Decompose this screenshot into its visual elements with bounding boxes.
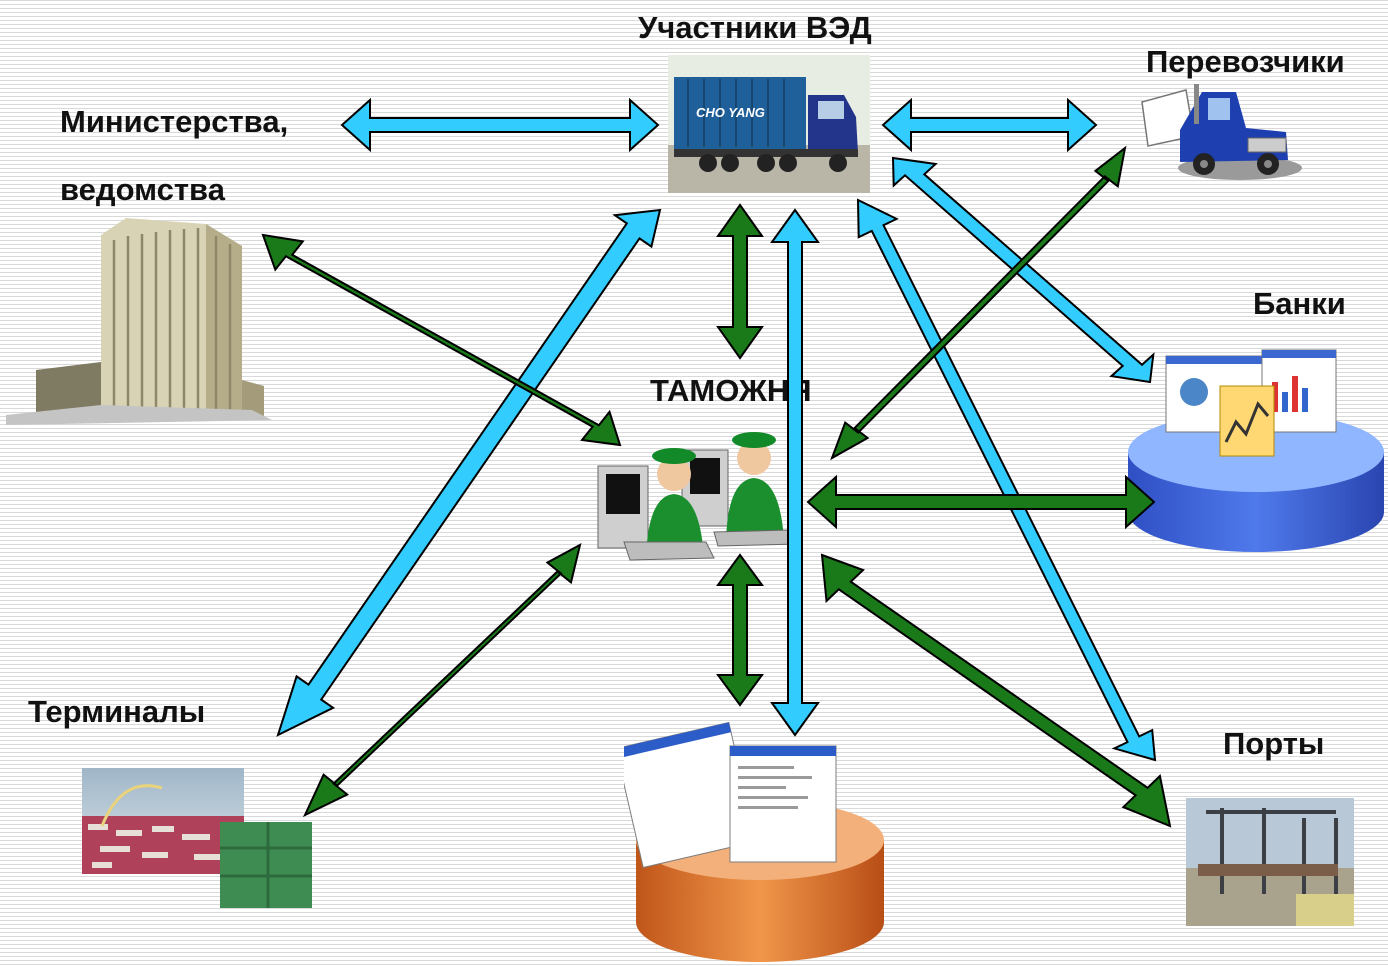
green-arrow-ved-customs bbox=[716, 203, 764, 360]
label-carriers: Перевозчики bbox=[1146, 44, 1345, 79]
green-arrow-customs-banks bbox=[806, 474, 1156, 530]
label-ministries-line2: ведомства bbox=[60, 172, 225, 207]
bank-database-icon bbox=[1128, 349, 1384, 552]
blue-arrow-ved-terminals bbox=[276, 208, 662, 737]
green-arrow-customs-ports bbox=[820, 553, 1172, 828]
blue-arrow-ved-banks bbox=[891, 156, 1155, 384]
blue-arrow-ved-ports bbox=[856, 198, 1157, 762]
truck-icon bbox=[1141, 84, 1302, 180]
blue-arrow-ministries-ved bbox=[340, 97, 660, 153]
port-crane-photo bbox=[1186, 798, 1354, 926]
label-ministries-line1: Министерства, bbox=[60, 104, 289, 139]
container-terminal-photo bbox=[82, 768, 312, 908]
label-customs: ТАМОЖНЯ bbox=[650, 373, 812, 408]
container-truck-photo: CHO YANG bbox=[668, 55, 870, 193]
green-arrow-carriers-customs bbox=[830, 145, 1127, 461]
green-arrow-customs-db bbox=[716, 553, 764, 707]
customs-officers-computers-icon bbox=[597, 432, 799, 561]
container-brand-text: CHO YANG bbox=[696, 105, 765, 120]
green-arrow-customs-terminals bbox=[302, 543, 582, 818]
blue-arrow-ved-customs-db bbox=[770, 208, 820, 737]
label-banks: Банки bbox=[1253, 286, 1346, 321]
customs-database-icon bbox=[624, 721, 884, 962]
blue-arrow-ved-carriers bbox=[881, 97, 1098, 153]
label-terminals: Терминалы bbox=[28, 694, 206, 729]
office-building-icon bbox=[6, 218, 272, 425]
label-ports: Порты bbox=[1223, 726, 1325, 761]
label-ved: Участники ВЭД bbox=[638, 10, 872, 45]
green-arrow-ministries-customs bbox=[261, 233, 622, 447]
